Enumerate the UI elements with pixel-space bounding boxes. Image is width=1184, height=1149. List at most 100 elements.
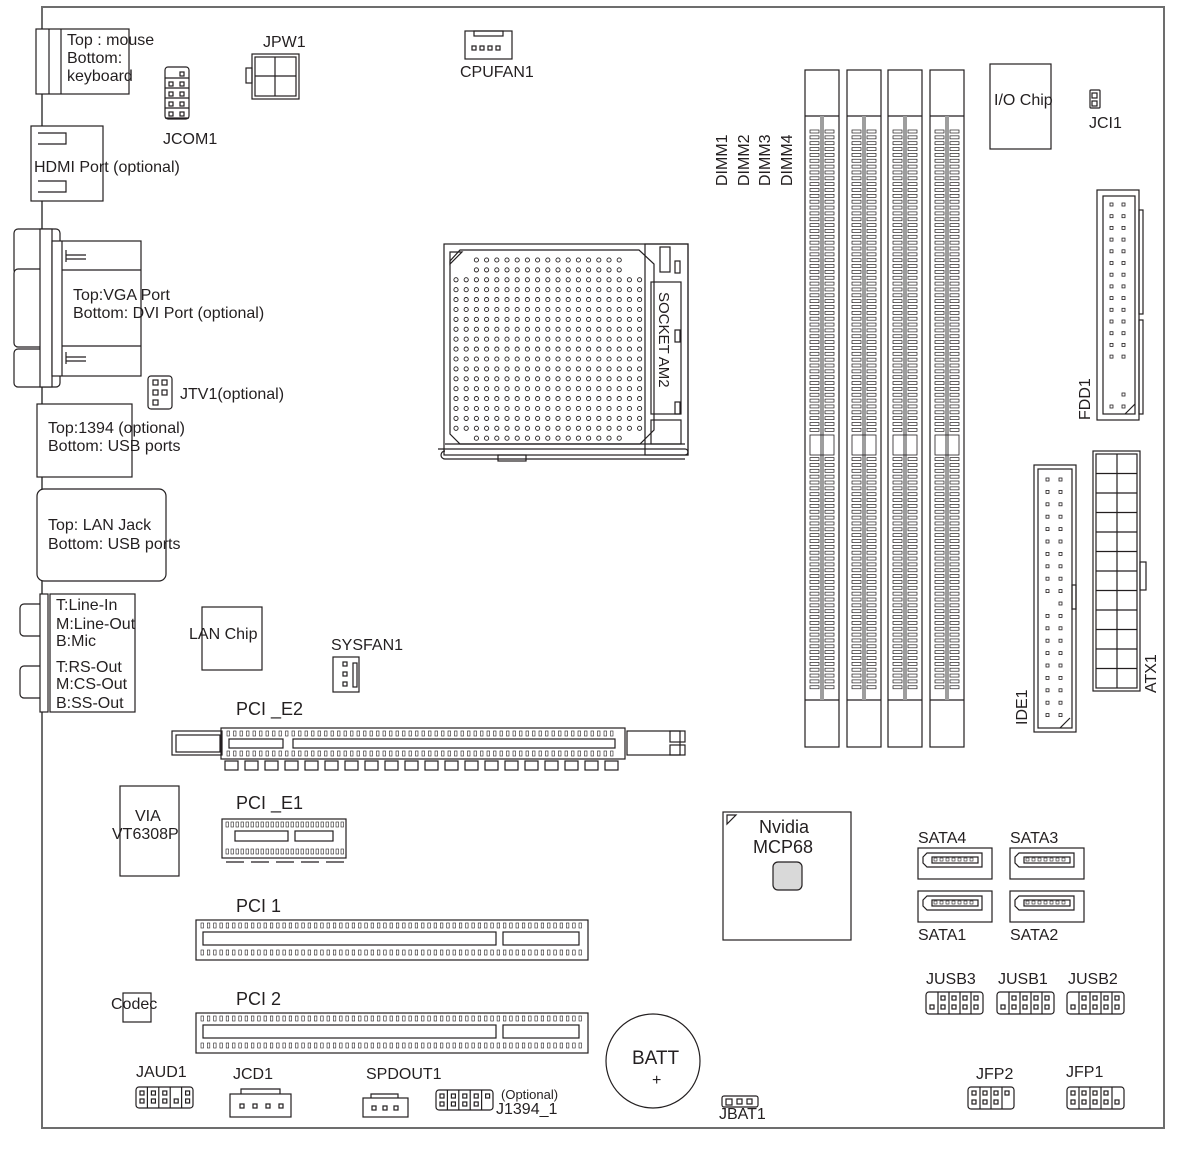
pin [982, 1099, 988, 1105]
pin [345, 1015, 349, 1022]
pin [528, 922, 532, 929]
pin [320, 821, 324, 828]
pin [473, 1093, 479, 1099]
audio-label-line-out: M:Line-Out [56, 616, 136, 633]
pin [1109, 319, 1114, 324]
pin [421, 1042, 425, 1049]
pin [301, 1042, 305, 1049]
cmos-battery [605, 1013, 701, 1109]
pin [1045, 713, 1050, 717]
pin [377, 1042, 381, 1049]
pin [179, 111, 185, 117]
pin [290, 848, 294, 855]
pin [239, 750, 243, 757]
pin [1114, 1099, 1120, 1105]
pin [427, 922, 431, 929]
pin [509, 922, 513, 929]
pin [370, 949, 374, 956]
pin [454, 750, 458, 757]
pin [343, 730, 347, 737]
pin [339, 1042, 343, 1049]
pin [1081, 995, 1087, 1001]
pin [512, 730, 516, 737]
pin [332, 922, 337, 929]
pin [402, 1015, 406, 1022]
pin [213, 949, 217, 956]
pin [320, 1015, 324, 1022]
pin [1058, 601, 1063, 606]
pin [496, 1042, 500, 1049]
pin [578, 1042, 582, 1049]
pin [351, 949, 356, 956]
pin [408, 1042, 412, 1049]
sata1-label: SATA1 [918, 927, 967, 944]
pin [515, 922, 519, 929]
pin [257, 922, 261, 929]
pin [1121, 342, 1126, 347]
pin [168, 101, 174, 107]
pin [1058, 552, 1063, 556]
ps2-label-1: Top : mouse [67, 32, 155, 49]
pin [263, 1015, 267, 1022]
pin [534, 1042, 538, 1049]
pin [940, 1004, 946, 1010]
pin [307, 1015, 311, 1022]
pin [382, 730, 386, 737]
pin [263, 922, 267, 929]
pin [363, 750, 367, 757]
pin [1011, 1004, 1017, 1010]
pin [219, 949, 223, 956]
pin [389, 1015, 393, 1022]
pin [345, 922, 349, 929]
pin [257, 1042, 261, 1049]
pin [225, 821, 229, 828]
pin [356, 750, 360, 757]
pin [525, 750, 529, 757]
pin [314, 922, 318, 929]
pin [440, 949, 444, 956]
pin [282, 1015, 286, 1022]
pin [515, 1015, 519, 1022]
pin [610, 730, 614, 737]
pin [162, 1090, 168, 1096]
pin [467, 730, 471, 737]
usb1394-label-1: Top:1394 (optional) [48, 420, 185, 437]
pin [257, 1015, 261, 1022]
pin [597, 730, 601, 737]
pin [458, 922, 463, 929]
spdout1-connector [362, 1093, 409, 1118]
pin [244, 1042, 248, 1049]
via-label-1: VIA [135, 808, 161, 825]
pin [288, 1042, 293, 1049]
dvi-label: Bottom: DVI Port (optional) [73, 305, 265, 322]
pin [276, 1042, 280, 1049]
pin [238, 922, 242, 929]
jfp2-header [967, 1086, 1015, 1110]
lan-usb-label-2: Bottom: USB ports [48, 536, 181, 553]
pin [471, 949, 475, 956]
pin [540, 1015, 545, 1022]
pin [377, 1015, 381, 1022]
pin [345, 949, 349, 956]
pin [414, 949, 419, 956]
pin [310, 848, 314, 855]
pin [1058, 638, 1063, 643]
pin [433, 1015, 437, 1022]
pin [269, 1015, 274, 1022]
pin [351, 1015, 356, 1022]
codec-chip [122, 992, 152, 1023]
pin [282, 922, 286, 929]
pin [207, 1015, 211, 1022]
jusb2-label: JUSB2 [1068, 971, 1118, 988]
pin [441, 750, 445, 757]
pin [325, 848, 329, 855]
pin [259, 750, 263, 757]
pin [439, 1093, 445, 1099]
pin [340, 848, 344, 855]
pin [421, 730, 425, 737]
pin [564, 750, 568, 757]
pin [929, 1004, 935, 1010]
pin [1058, 527, 1063, 531]
pin [490, 1015, 494, 1022]
pin [207, 922, 211, 929]
